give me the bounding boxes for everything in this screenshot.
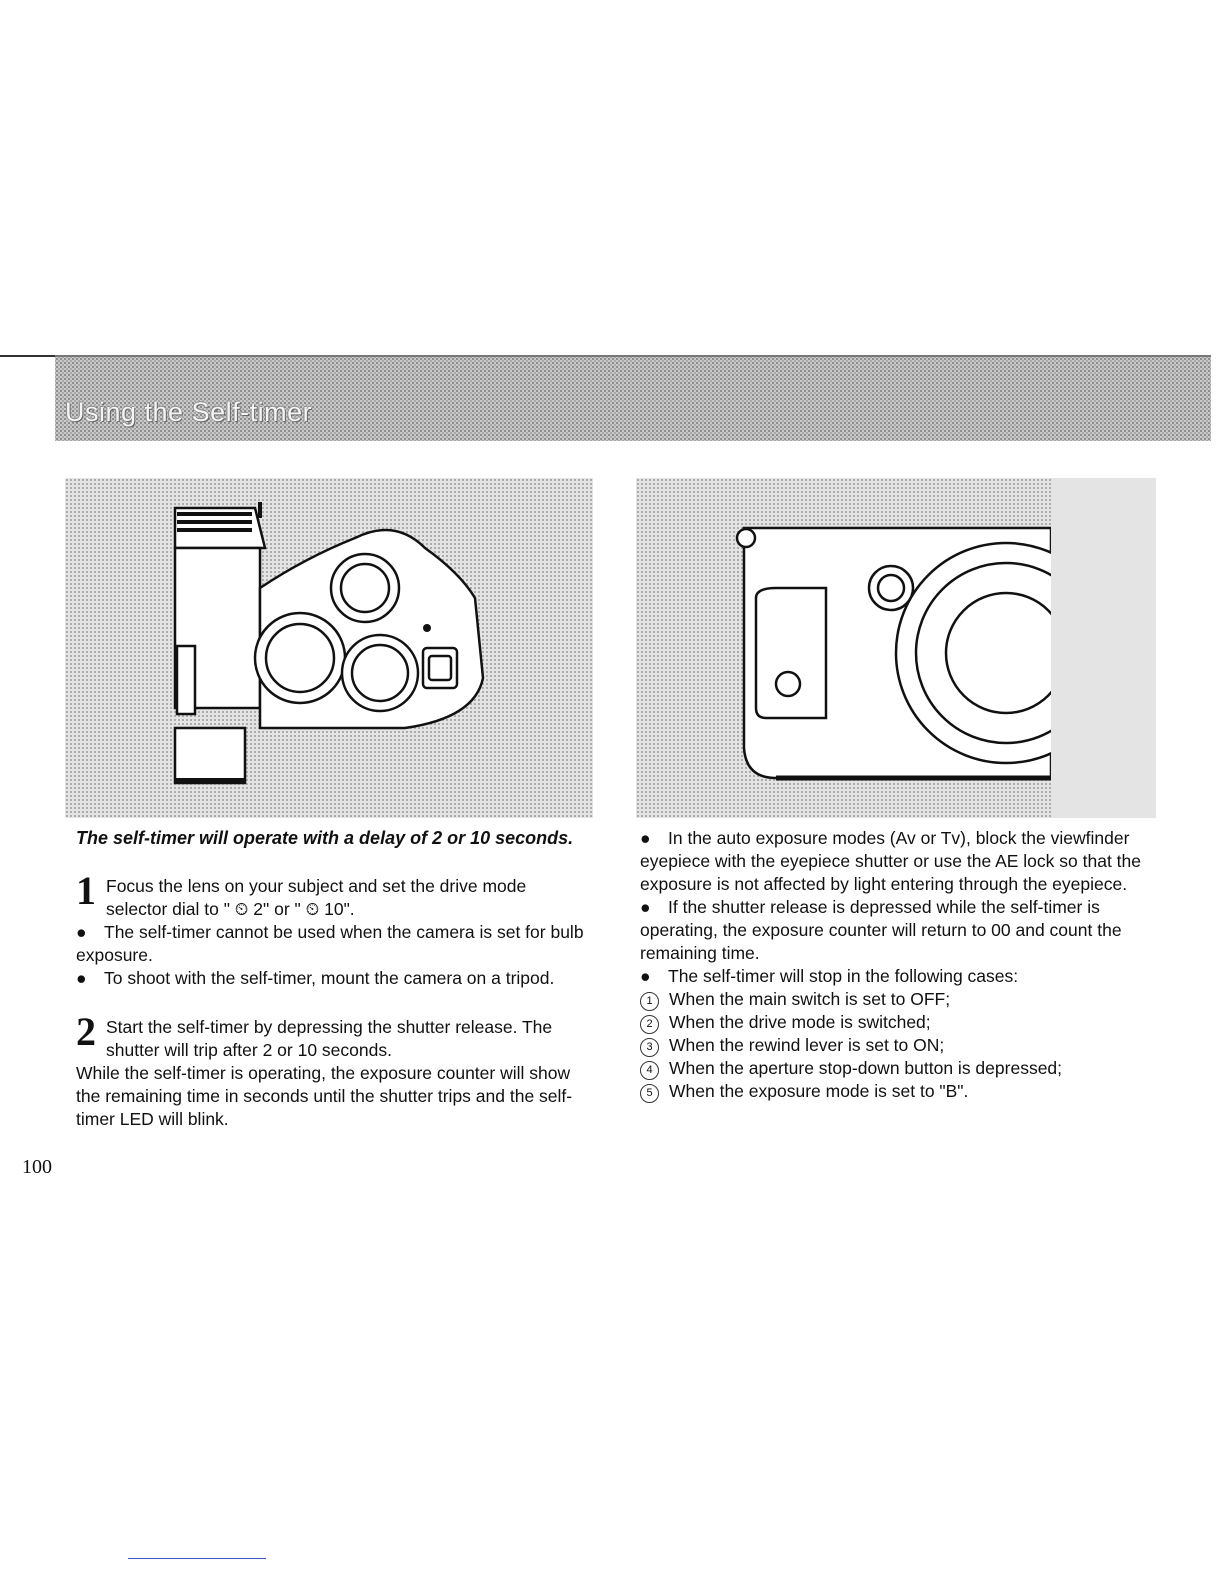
step-number: 1 [76,868,96,913]
circled-number: 2 [640,1015,659,1034]
left-column: The self-timer will operate with a delay… [76,827,591,1131]
bottom-rule [128,1558,266,1559]
circled-number: 1 [640,992,659,1011]
bullet-icon: ● [76,968,87,988]
right-column: ●In the auto exposure modes (Av or Tv), … [640,827,1150,1103]
step-text: Start the self-timer by depressing the s… [106,1017,553,1060]
bullet-icon: ● [640,897,651,917]
circled-number: 3 [640,1038,659,1057]
top-rule [0,355,60,357]
note-item: ●The self-timer cannot be used when the … [76,922,584,965]
step-2: 2 Start the self-timer by depressing the… [76,1012,591,1062]
bullet-icon: ● [640,828,651,848]
note-item: ●In the auto exposure modes (Av or Tv), … [640,828,1141,894]
page-number: 100 [22,1156,52,1178]
note-item: ●If the shutter release is depressed whi… [640,897,1122,963]
camera-front-drawing [735,478,1156,818]
circled-number: 4 [640,1061,659,1080]
illustration-caption: The self-timer will operate with a delay… [76,828,574,848]
step-number: 2 [76,1009,96,1054]
bullet-icon: ● [640,966,651,986]
bullet-icon: ● [76,922,87,942]
section-title: Using the Self-timer [65,397,313,427]
section-header: Using the Self-timer [55,355,1211,441]
camera-front-illustration [636,478,1156,818]
step-1: 1 Focus the lens on your subject and set… [76,871,591,921]
note-item: ●To shoot with the self-timer, mount the… [76,968,555,988]
circled-number: 5 [640,1084,659,1103]
step-2-continuation: While the self-timer is operating, the e… [76,1063,573,1129]
camera-top-drawing [173,502,485,785]
camera-top-illustration [65,478,593,818]
step-text: Focus the lens on your subject and set t… [106,876,527,919]
note-item: ●The self-timer will stop in the followi… [640,966,1019,986]
